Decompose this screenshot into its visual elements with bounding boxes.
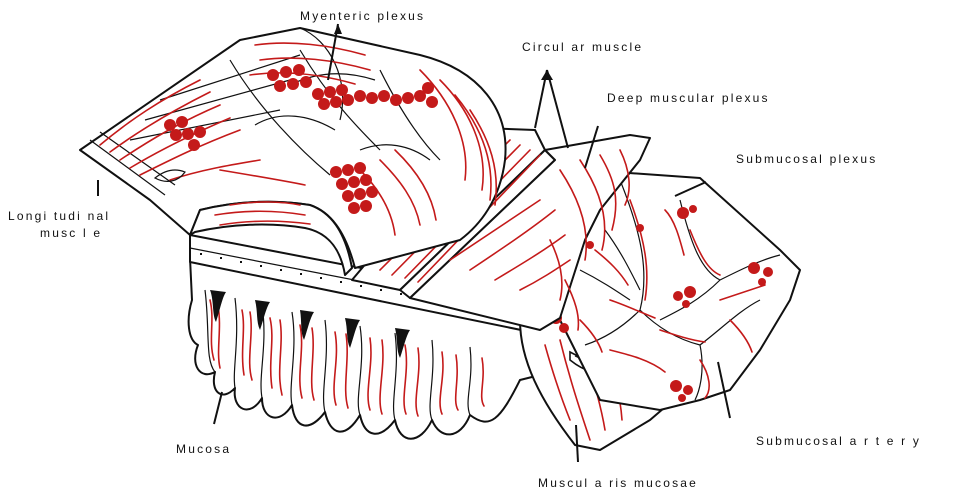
label-deep-muscular-plexus: Deep muscular plexus <box>607 91 770 106</box>
label-longitudinal-muscle-line2: musc l e <box>40 226 102 241</box>
label-submucosal-plexus: Submucosal plexus <box>736 152 877 167</box>
longitudinal-muscle-roll <box>80 28 506 275</box>
label-muscularis-mucosae: Muscul a ris mucosae <box>538 476 698 491</box>
pointer-mucosa <box>214 392 222 424</box>
label-mucosa: Mucosa <box>176 442 231 457</box>
label-submucosal-artery: Submucosal a r t e r y <box>756 434 921 449</box>
pointer-circular-right <box>547 70 568 148</box>
label-myenteric-plexus: Myenteric plexus <box>300 9 425 24</box>
label-circular-muscle: Circul ar muscle <box>522 40 643 55</box>
label-longitudinal-muscle-line1: Longi tudi nal <box>8 209 110 224</box>
